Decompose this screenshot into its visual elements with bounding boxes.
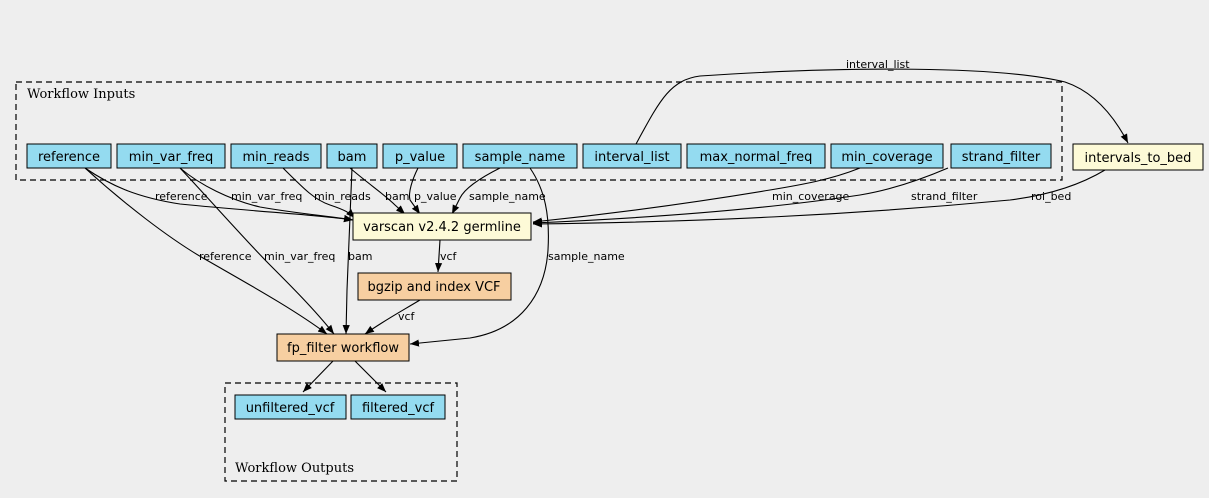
edge-strand-filter-varscan — [532, 167, 949, 227]
output-node-unfiltered-vcf-label: unfiltered_vcf — [246, 401, 335, 416]
edge-label-bam-fp: bam — [348, 250, 372, 263]
input-node-max-normal-freq[interactable]: max_normal_freq — [686, 143, 826, 169]
input-node-sample-name[interactable]: sample_name — [462, 143, 578, 169]
input-node-p-value-label: p_value — [395, 150, 445, 165]
edge-label-sample-name-varscan: sample_name — [469, 190, 546, 203]
tool-node-intervals-to-bed-label: intervals_to_bed — [1085, 151, 1192, 166]
input-node-bam-label: bam — [338, 150, 367, 165]
subworkflow-node-bgzip-label: bgzip and index VCF — [367, 280, 500, 295]
tool-node-varscan-label: varscan v2.4.2 germline — [363, 220, 521, 235]
edge-label-min-var-freq-varscan: min_var_freq — [231, 190, 302, 203]
tool-node-varscan[interactable]: varscan v2.4.2 germline — [352, 212, 532, 241]
edge-label-vcf-fp: vcf — [398, 310, 416, 323]
edge-label-vcf-bgzip: vcf — [440, 250, 458, 263]
edge-roi-bed — [532, 169, 1106, 228]
edge-label-min-reads-varscan: min_reads — [314, 190, 371, 203]
edge-filtered-vcf — [354, 360, 387, 393]
edge-label-reference-fp: reference — [199, 250, 252, 263]
output-node-filtered-vcf[interactable]: filtered_vcf — [350, 394, 446, 420]
input-node-sample-name-label: sample_name — [475, 150, 566, 165]
edge-label-sample-name-fp: sample_name — [548, 250, 625, 263]
edge-label-bam-varscan: bam — [385, 190, 409, 203]
input-node-strand-filter-label: strand_filter — [962, 150, 1041, 165]
input-node-strand-filter[interactable]: strand_filter — [950, 143, 1052, 169]
edge-min-coverage-varscan — [532, 167, 861, 225]
subworkflow-node-fp-filter[interactable]: fp_filter workflow — [276, 333, 410, 362]
edges — [84, 68, 1129, 393]
edge-label-reference-varscan: reference — [155, 190, 208, 203]
input-node-min-reads[interactable]: min_reads — [230, 143, 322, 169]
subworkflow-node-fp-filter-label: fp_filter workflow — [287, 341, 399, 356]
edge-sample-name-varscan — [451, 167, 501, 215]
edge-interval-list — [635, 68, 1129, 145]
workflow-outputs-cluster — [224, 382, 458, 482]
input-node-interval-list-label: interval_list — [594, 150, 669, 165]
output-node-unfiltered-vcf[interactable]: unfiltered_vcf — [234, 394, 347, 420]
edge-label-min-var-freq-fp: min_var_freq — [264, 250, 335, 263]
input-node-min-coverage-label: min_coverage — [841, 150, 932, 165]
input-node-bam[interactable]: bam — [326, 143, 378, 169]
edge-vcf-fp — [364, 299, 421, 335]
edge-label-roi-bed: roi_bed — [1031, 190, 1071, 203]
subworkflow-node-bgzip[interactable]: bgzip and index VCF — [357, 272, 512, 301]
tool-node-intervals-to-bed[interactable]: intervals_to_bed — [1072, 143, 1204, 171]
edge-bam-fp — [342, 167, 353, 335]
input-node-reference-label: reference — [38, 150, 100, 165]
input-node-min-var-freq-label: min_var_freq — [129, 150, 213, 165]
edge-unfiltered-vcf — [302, 360, 334, 393]
edge-reference-varscan — [84, 167, 354, 223]
edge-p-value-varscan — [408, 167, 421, 215]
input-node-min-var-freq[interactable]: min_var_freq — [116, 143, 226, 169]
input-node-min-coverage[interactable]: min_coverage — [830, 143, 944, 169]
workflow-inputs-label: Workflow Inputs — [27, 87, 135, 102]
workflow-outputs-label: Workflow Outputs — [235, 461, 354, 476]
input-node-min-reads-label: min_reads — [242, 150, 309, 165]
edge-reference-fp — [84, 167, 328, 335]
edge-bam-varscan — [349, 167, 406, 215]
edge-labels: interval_list reference min_var_freq min… — [155, 58, 1071, 323]
workflow-inputs-cluster — [15, 81, 1063, 181]
edge-label-strand-filter-varscan: strand_filter — [911, 190, 978, 203]
edge-min-var-freq-varscan — [179, 167, 354, 223]
input-node-max-normal-freq-label: max_normal_freq — [700, 150, 813, 165]
output-node-filtered-vcf-label: filtered_vcf — [362, 401, 435, 416]
input-node-interval-list[interactable]: interval_list — [582, 143, 682, 169]
edge-sample-name-fp — [409, 167, 549, 347]
input-node-p-value[interactable]: p_value — [382, 143, 458, 169]
edge-vcf-bgzip — [434, 239, 443, 273]
edge-label-p-value-varscan: p_value — [414, 190, 457, 203]
edge-min-var-freq-fp — [179, 167, 335, 335]
edge-label-min-coverage-varscan: min_coverage — [772, 190, 850, 203]
input-node-reference[interactable]: reference — [26, 143, 112, 169]
edge-label-interval-list: interval_list — [846, 58, 910, 71]
